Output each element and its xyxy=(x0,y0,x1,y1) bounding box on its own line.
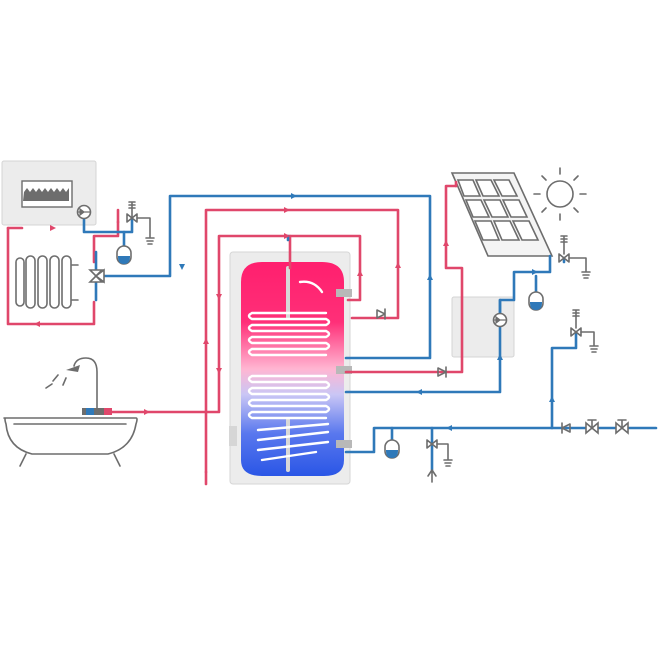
shutoff-valve-icon xyxy=(585,419,629,435)
shower-head-icon xyxy=(45,357,98,413)
heating-coil-icon xyxy=(247,266,331,472)
safety-valve-icon xyxy=(126,201,599,483)
flow-arrows xyxy=(34,193,555,431)
heating-boiler-icon xyxy=(1,160,97,226)
cold-water-pipes xyxy=(82,194,658,472)
sun-icon xyxy=(533,167,587,221)
expansion-vessel-icon xyxy=(116,245,544,459)
bathtub-icon xyxy=(3,408,138,467)
three-way-mixing-valve-icon xyxy=(88,268,105,284)
radiator-icon xyxy=(15,255,79,309)
solar-pump-station-icon xyxy=(451,296,515,358)
circulation-pump-icon xyxy=(76,204,508,328)
solar-panel-icon xyxy=(450,172,554,257)
check-valve-icon xyxy=(376,308,571,434)
hot-water-storage-tank-icon xyxy=(229,251,352,485)
hot-water-pipes xyxy=(6,180,464,486)
